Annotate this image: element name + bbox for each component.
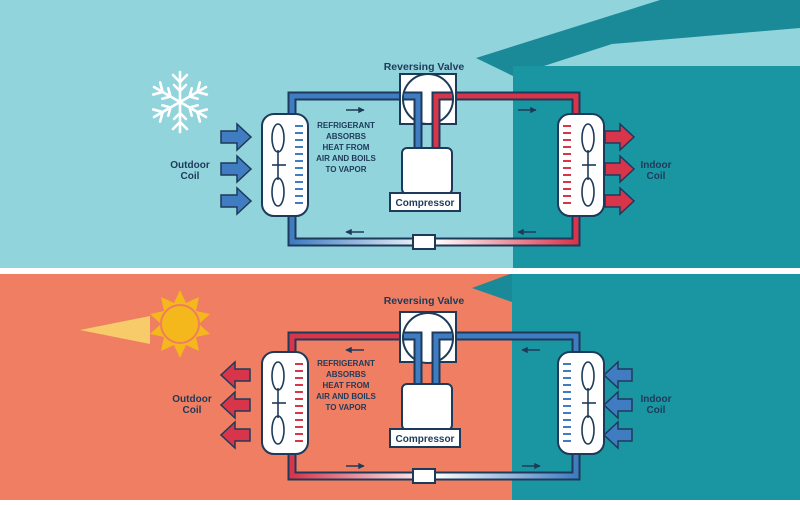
note-line: AIR AND BOILS (316, 392, 376, 401)
arrow-icon (604, 186, 636, 216)
house-roof (476, 0, 800, 76)
compressor (389, 383, 461, 448)
arrow-icon (220, 186, 253, 216)
refrigerant-note: REFRIGERANT ABSORBS HEAT FROM AIR AND BO… (316, 121, 376, 174)
indoor-coil-label: Coil (647, 405, 666, 416)
arrow-icon (604, 154, 636, 184)
sun-icon (80, 290, 210, 358)
compressor-label: Compressor (396, 434, 455, 445)
arrow-icon (602, 390, 633, 420)
indoor-coil-unit (557, 113, 605, 217)
indoor-coil-label: Indoor (640, 160, 671, 171)
note-line: AIR AND BOILS (316, 154, 376, 163)
arrow-icon (602, 420, 633, 450)
refrigerant-note: REFRIGERANT ABSORBS HEAT FROM AIR AND BO… (316, 359, 376, 412)
note-line: TO VAPOR (325, 165, 366, 174)
heating-panel: Reversing Valve Compressor REFRIGERANT A… (0, 0, 800, 268)
note-line: ABSORBS (326, 370, 367, 379)
arrow-icon (219, 420, 251, 450)
fan-icon (581, 123, 596, 207)
arrow-icon (220, 122, 253, 152)
fan-icon (271, 361, 286, 445)
compressor-label: Compressor (396, 198, 455, 209)
expansion-valve (412, 468, 436, 484)
arrow-icon (220, 154, 253, 184)
arrow-icon (602, 360, 633, 390)
arrow-icon (219, 390, 251, 420)
outdoor-coil-label: Outdoor (172, 394, 212, 405)
fan-icon (581, 361, 596, 445)
note-line: REFRIGERANT (317, 121, 375, 130)
arrow-icon (219, 360, 251, 390)
indoor-coil-unit (557, 351, 605, 455)
reversing-valve (399, 73, 457, 150)
reversing-valve (399, 311, 457, 386)
note-line: TO VAPOR (325, 403, 366, 412)
indoor-air-arrows (604, 122, 636, 216)
reversing-valve-label: Reversing Valve (384, 61, 465, 73)
coil-fins (295, 125, 303, 204)
outdoor-coil-unit (261, 113, 309, 217)
outdoor-air-arrows (220, 122, 253, 216)
indoor-background (512, 274, 800, 500)
panel-divider (0, 268, 800, 274)
indoor-coil-label: Coil (647, 171, 666, 182)
coil-fins (295, 363, 303, 442)
expansion-valve (412, 234, 436, 250)
reversing-valve-label: Reversing Valve (384, 295, 465, 307)
outdoor-coil-label: Coil (183, 405, 202, 416)
note-line: HEAT FROM (323, 381, 370, 390)
coil-fins (563, 363, 571, 442)
note-line: REFRIGERANT (317, 359, 375, 368)
outdoor-coil-label: Coil (181, 171, 200, 182)
indoor-coil-label: Indoor (640, 394, 671, 405)
arrow-icon (604, 122, 636, 152)
note-line: ABSORBS (326, 132, 367, 141)
indoor-air-arrows (602, 360, 633, 450)
compressor (389, 147, 461, 212)
fan-icon (271, 123, 286, 207)
note-line: HEAT FROM (323, 143, 370, 152)
outdoor-coil-label: Outdoor (170, 160, 210, 171)
coil-fins (563, 125, 571, 204)
outdoor-air-arrows (219, 360, 251, 450)
outdoor-coil-unit (261, 351, 309, 455)
snowflake-icon (149, 70, 211, 134)
cooling-panel: Reversing Valve Compressor REFRIGERANT A… (0, 274, 800, 500)
